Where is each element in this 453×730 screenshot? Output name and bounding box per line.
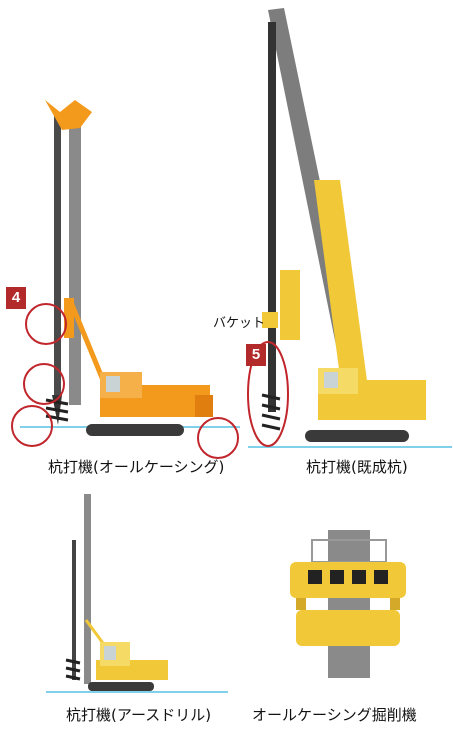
- pile-driver-earth-drill: [46, 494, 228, 693]
- all-casing-excavator: [290, 530, 406, 678]
- cab-window: [106, 376, 120, 392]
- clamp-cylinder: [296, 598, 306, 610]
- clamp-slot: [308, 570, 322, 584]
- kelly-bar: [72, 540, 76, 680]
- leader-mast: [69, 125, 81, 405]
- bucket-frame: [280, 270, 300, 340]
- pile-driver-precast: [247, 8, 452, 448]
- casing-tube: [328, 530, 370, 678]
- clamp-lower: [296, 610, 400, 646]
- highlight-circle: [197, 417, 239, 459]
- caption-precast-pile-driver: 杭打機(既成杭): [306, 458, 408, 476]
- top-sheave: [45, 100, 92, 130]
- leader-mast: [84, 494, 91, 684]
- clamp-slot: [330, 570, 344, 584]
- clamp-slot: [352, 570, 366, 584]
- bucket-callout: バケット: [213, 316, 266, 331]
- highlight-circle: [11, 405, 53, 447]
- clamp-slot: [374, 570, 388, 584]
- step-marker-4: 4: [6, 287, 26, 309]
- crane-boom-lower: [314, 180, 368, 392]
- leader-mast: [268, 22, 276, 412]
- cab-window: [324, 372, 338, 388]
- auger-flights: [65, 658, 81, 681]
- crawler-track: [88, 682, 154, 691]
- step-marker-5: 5: [246, 344, 266, 366]
- clamp-upper: [290, 562, 406, 598]
- crawler-track: [86, 424, 184, 436]
- highlight-circle: [23, 363, 65, 405]
- backstay: [67, 299, 108, 386]
- pile-driver-all-casing: [11, 100, 240, 459]
- highlight-ellipse: [247, 341, 289, 447]
- bucket: [262, 312, 278, 328]
- crawler-track: [305, 430, 409, 442]
- cab-window: [104, 646, 116, 660]
- counterweight: [195, 395, 213, 417]
- kelly-bar: [54, 115, 61, 405]
- highlight-circle: [25, 303, 67, 345]
- auger-flights: [261, 393, 281, 431]
- caption-all-casing-pile-driver: 杭打機(オールケーシング): [48, 458, 225, 476]
- clamp-cylinder: [390, 598, 400, 610]
- leader-bracket: [64, 298, 74, 338]
- caption-all-casing-excavator: オールケーシング掘削機: [252, 706, 417, 724]
- caption-earth-drill-pile-driver: 杭打機(アースドリル): [66, 706, 212, 724]
